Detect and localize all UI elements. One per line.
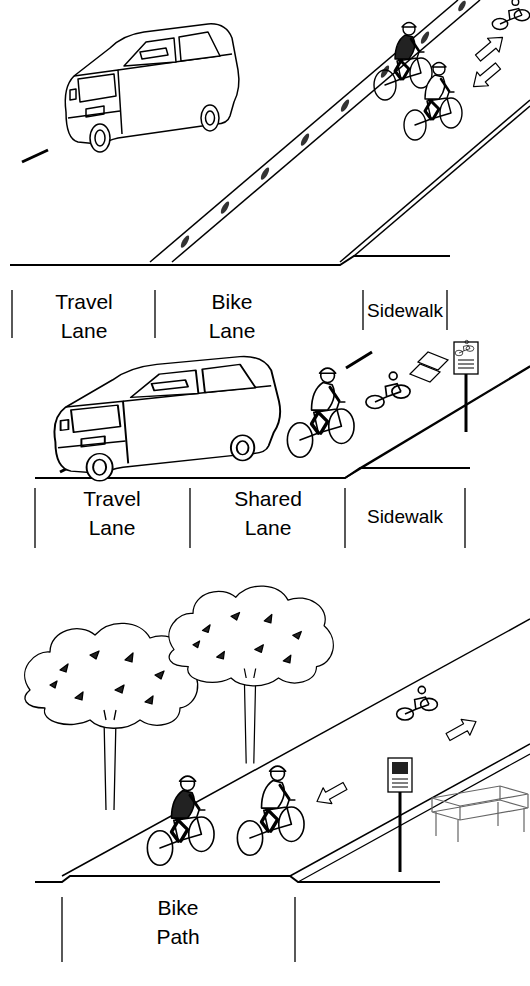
bench	[436, 802, 524, 842]
lane-arrow	[468, 59, 504, 93]
cyclist	[374, 23, 432, 101]
road-sign	[458, 360, 474, 368]
buffer-hatch	[259, 166, 271, 181]
path-edge	[298, 754, 530, 882]
bike-symbol	[492, 0, 529, 30]
curb-line	[354, 106, 530, 256]
curb-line	[360, 366, 530, 468]
curb-line	[340, 100, 530, 262]
cyclist	[147, 776, 214, 865]
section-label: Bike Path	[138, 893, 218, 951]
bike-symbol	[397, 686, 438, 720]
section-label: Sidewalk	[367, 296, 443, 325]
buffer-hatch	[219, 200, 231, 215]
bike-lane-scene	[10, 0, 530, 338]
ground-profile	[35, 876, 440, 882]
bike-path-scene	[25, 586, 530, 962]
buffer-hatch	[457, 0, 468, 12]
road-sign	[455, 340, 474, 355]
bench	[432, 786, 528, 842]
buffer-hatch	[339, 98, 351, 113]
sharrow-bike	[366, 372, 410, 408]
buffer-hatch	[299, 132, 311, 147]
shared-lane-scene	[35, 340, 530, 548]
lane-arrow	[444, 714, 481, 745]
road-sign	[465, 374, 468, 432]
road-sign	[388, 758, 412, 872]
section-label: Travel Lane	[72, 484, 152, 542]
road-sign	[388, 758, 412, 792]
lane-arrow	[313, 778, 350, 809]
road-sign	[454, 340, 478, 432]
lane-dash	[22, 150, 48, 162]
road-sign	[399, 792, 402, 872]
cyclist	[287, 368, 354, 457]
sharrow-chevrons	[410, 352, 448, 382]
lane-arrow	[472, 31, 508, 65]
path-edge	[290, 744, 530, 876]
section-label: Shared Lane	[228, 484, 308, 542]
car	[65, 24, 239, 152]
buffer-hatch	[179, 234, 191, 249]
road-sign	[454, 342, 478, 374]
ground-profile	[10, 256, 450, 265]
road-sign	[392, 779, 408, 787]
section-label: Sidewalk	[367, 502, 443, 531]
bench	[432, 786, 528, 806]
sharrow-chevrons	[418, 352, 448, 370]
cyclist	[404, 63, 462, 141]
bench	[432, 786, 528, 820]
curb-line	[345, 367, 530, 478]
cyclist	[237, 766, 304, 855]
buffer-hatch	[419, 30, 431, 45]
section-label: Bike Lane	[192, 287, 272, 345]
tree	[169, 586, 333, 763]
road-sign	[392, 762, 408, 774]
section-label: Travel Lane	[44, 287, 124, 345]
car	[54, 357, 280, 481]
